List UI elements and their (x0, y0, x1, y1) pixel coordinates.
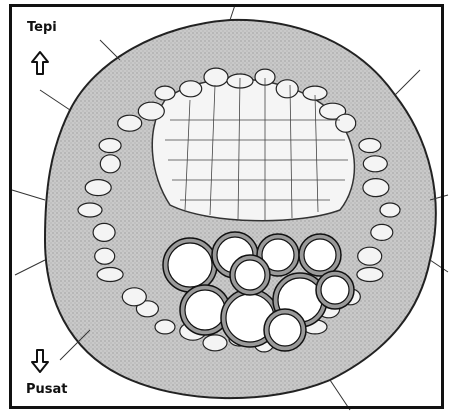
figure-frame (9, 4, 444, 409)
arrow-up-icon (30, 50, 50, 76)
label-tepi: Tepi (27, 20, 57, 35)
arrow-down-icon (30, 348, 50, 374)
label-pusat: Pusat (26, 382, 68, 397)
